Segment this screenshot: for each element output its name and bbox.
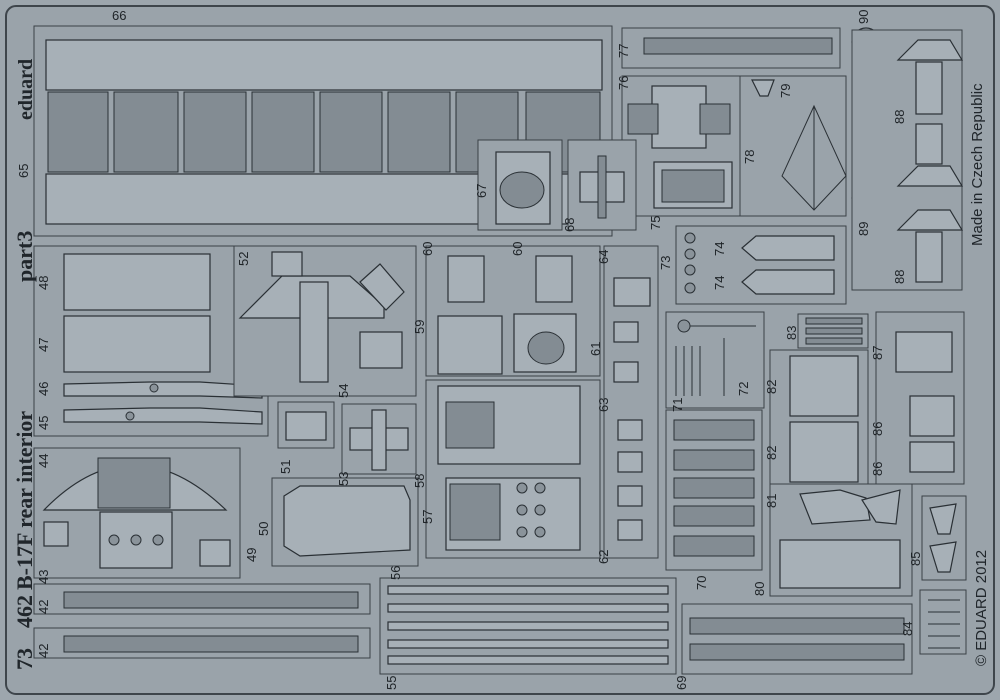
label-75: 75 xyxy=(648,216,663,230)
label-45: 45 xyxy=(36,416,51,430)
part-86-87 xyxy=(875,311,965,485)
label-83: 83 xyxy=(784,326,799,340)
label-89: 89 xyxy=(856,222,871,236)
part-51 xyxy=(277,401,335,449)
label-55: 55 xyxy=(384,676,399,690)
part-83 xyxy=(797,313,869,349)
label-72: 72 xyxy=(736,382,751,396)
part-71-72 xyxy=(665,311,765,409)
label-42b: 42 xyxy=(36,644,51,658)
part-77-strip xyxy=(621,27,841,69)
part-57-58 xyxy=(425,379,601,559)
label-71: 71 xyxy=(670,398,685,412)
part-50 xyxy=(271,477,419,567)
part-80 xyxy=(769,483,913,597)
label-58: 58 xyxy=(412,474,427,488)
part-81-82 xyxy=(769,349,869,487)
label-69: 69 xyxy=(674,676,689,690)
label-57: 57 xyxy=(420,510,435,524)
label-60b: 60 xyxy=(510,242,525,256)
label-47: 47 xyxy=(36,338,51,352)
label-60a: 60 xyxy=(420,242,435,256)
label-43: 43 xyxy=(36,570,51,584)
label-90: 90 xyxy=(856,10,871,24)
part-84 xyxy=(919,589,967,655)
part-68 xyxy=(567,139,637,231)
label-61: 61 xyxy=(588,342,603,356)
catalog-number-right: 462 xyxy=(12,595,37,628)
label-62: 62 xyxy=(596,550,611,564)
label-86b: 86 xyxy=(870,462,885,476)
label-66: 66 xyxy=(112,8,126,23)
label-76: 76 xyxy=(616,76,631,90)
label-56: 56 xyxy=(388,566,403,580)
label-46: 46 xyxy=(36,382,51,396)
label-73: 73 xyxy=(658,256,673,270)
label-42a: 42 xyxy=(36,600,51,614)
part-52 xyxy=(233,245,417,397)
part-42-strips xyxy=(33,583,371,659)
label-67: 67 xyxy=(474,184,489,198)
label-74a: 74 xyxy=(712,242,727,256)
label-81: 81 xyxy=(764,494,779,508)
part-78-frame xyxy=(739,75,847,217)
label-50: 50 xyxy=(256,522,271,536)
part-61-64 xyxy=(603,245,659,559)
part-67 xyxy=(477,139,563,231)
label-49: 49 xyxy=(244,548,259,562)
label-52: 52 xyxy=(236,252,251,266)
label-70: 70 xyxy=(694,576,709,590)
part-70 xyxy=(665,409,763,571)
sheet-part: part3 xyxy=(12,231,37,282)
label-74b: 74 xyxy=(712,276,727,290)
label-79: 79 xyxy=(778,84,793,98)
label-84: 84 xyxy=(900,622,915,636)
label-88b: 88 xyxy=(892,270,907,284)
label-53: 53 xyxy=(336,472,351,486)
label-87: 87 xyxy=(870,346,885,360)
label-86a: 86 xyxy=(870,422,885,436)
label-59: 59 xyxy=(412,320,427,334)
copyright-label: © EDUARD 2012 xyxy=(973,550,990,666)
label-54: 54 xyxy=(336,384,351,398)
part-69 xyxy=(681,603,913,675)
part-55-56 xyxy=(379,577,677,675)
label-82b: 82 xyxy=(764,446,779,460)
label-63: 63 xyxy=(596,398,611,412)
part-53-54 xyxy=(341,403,417,475)
label-64: 64 xyxy=(596,250,611,264)
part-44 xyxy=(33,447,241,579)
label-85: 85 xyxy=(908,552,923,566)
catalog-number-left: 73 xyxy=(12,648,37,670)
part-76 xyxy=(621,75,741,217)
label-78: 78 xyxy=(742,150,757,164)
label-48: 48 xyxy=(36,276,51,290)
label-77: 77 xyxy=(616,44,631,58)
label-80: 80 xyxy=(752,582,767,596)
part-59-60 xyxy=(425,245,601,377)
part-73-74 xyxy=(675,225,847,305)
label-68: 68 xyxy=(562,218,577,232)
label-44: 44 xyxy=(36,454,51,468)
brand-logo: eduard xyxy=(15,59,37,120)
made-in-label: Made in Czech Republic xyxy=(969,83,986,246)
part-88-brackets xyxy=(851,29,964,291)
label-65: 65 xyxy=(16,164,31,178)
sheet-title: B-17F rear interior xyxy=(12,411,37,590)
label-88a: 88 xyxy=(892,110,907,124)
part-45-48 xyxy=(33,245,269,437)
label-82a: 82 xyxy=(764,380,779,394)
part-85 xyxy=(921,495,967,581)
label-51: 51 xyxy=(278,460,293,474)
